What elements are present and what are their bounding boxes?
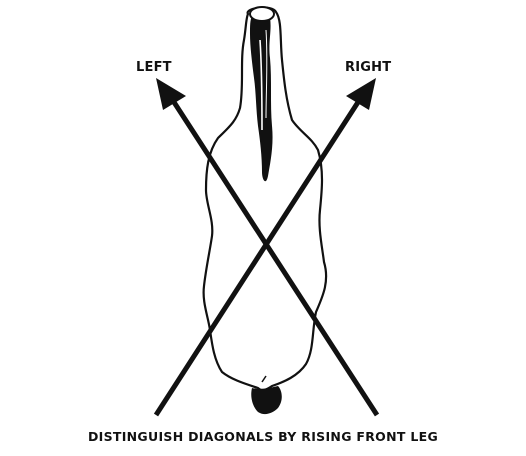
left-label: LEFT [136,60,172,75]
diagram-caption: DISTINGUISH DIAGONALS BY RISING FRONT LE… [0,429,526,444]
horse-head-tip [250,7,274,21]
right-label: RIGHT [345,60,391,75]
horse-tail [251,386,282,414]
horse-top-view-icon [204,7,327,414]
left-arrowhead [156,78,186,110]
right-arrowhead [346,78,376,110]
